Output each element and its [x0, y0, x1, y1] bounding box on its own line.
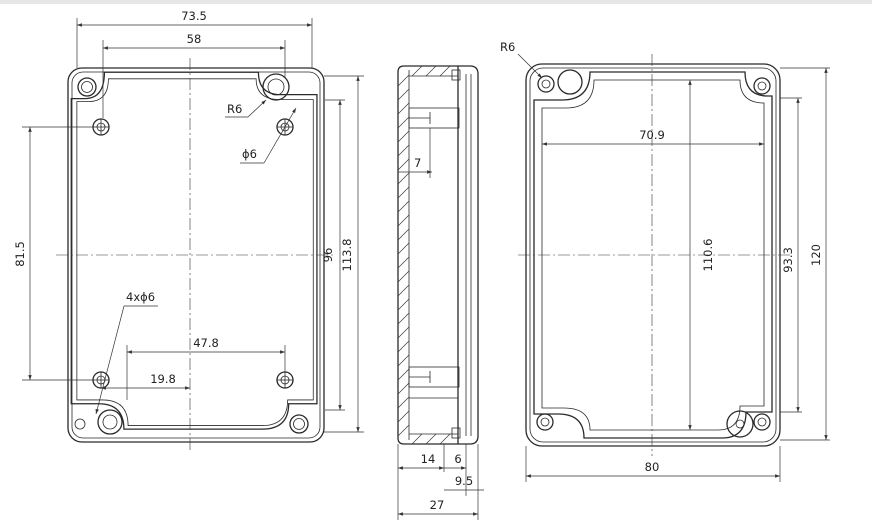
- back-hole-bl: [536, 413, 554, 431]
- side-view: 7 14 6 9.5 27: [397, 65, 484, 520]
- corner-hole-tr: [262, 73, 290, 101]
- front-view: 73.5 58 R6 ϕ6 81.5 4xϕ6 47.8 19.8: [13, 9, 364, 452]
- boss-br: [276, 371, 294, 389]
- back-view: R6 70.9 110.6 93.3 120 80: [500, 40, 830, 482]
- dim-back-overall-height: 120: [809, 244, 823, 266]
- dim-inner-width: 70.9: [639, 128, 665, 142]
- dim-boss-depth: 7: [414, 156, 421, 170]
- dim-hole-count: 4xϕ6: [126, 290, 155, 304]
- dim-corner-radius: R6: [227, 102, 242, 116]
- corner-hole-tl: [77, 77, 97, 97]
- dim-back-hole-spacing: 93.3: [781, 247, 795, 273]
- dim-hole-vertical-spacing: 81.5: [13, 241, 27, 267]
- dim-hole-spacing-top: 58: [187, 32, 202, 46]
- dim-offset: 19.8: [150, 372, 176, 386]
- dim-total-depth: 27: [430, 498, 445, 512]
- dim-overall-width: 73.5: [181, 9, 207, 23]
- back-hole-br: [753, 413, 771, 431]
- back-hole-tr: [753, 77, 771, 95]
- dim-outer-height: 113.8: [340, 239, 354, 272]
- dim-body-depth: 14: [421, 452, 436, 466]
- dim-inner-height: 96: [321, 248, 335, 263]
- corner-hole-bl: [97, 409, 123, 435]
- corner-hole-br: [74, 414, 309, 434]
- back-hole-tl: [537, 75, 555, 93]
- screen-top-edge: [0, 0, 872, 4]
- back-hole-tl-large: [557, 69, 583, 95]
- back-hole-br-large: [726, 410, 754, 438]
- dim-hole-spacing-bottom: 47.8: [193, 336, 219, 350]
- boss-tl: [92, 118, 110, 136]
- dim-lid-total: 9.5: [455, 474, 473, 488]
- dim-lid-depth: 6: [454, 452, 461, 466]
- dim-back-overall-width: 80: [645, 460, 660, 474]
- dim-back-inner-height: 110.6: [701, 239, 715, 272]
- dim-hole-diameter: ϕ6: [242, 147, 257, 161]
- dim-back-corner-radius: R6: [500, 40, 515, 54]
